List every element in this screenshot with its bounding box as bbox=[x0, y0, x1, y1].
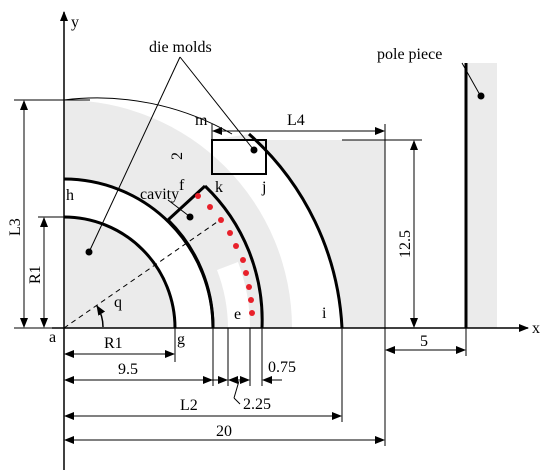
cavity-point bbox=[240, 257, 246, 263]
d20-label: 20 bbox=[216, 423, 232, 440]
region-dot-pole bbox=[477, 92, 485, 100]
point-i-label: i bbox=[322, 305, 327, 322]
cavity-point bbox=[195, 193, 201, 199]
angle-q-arc bbox=[96, 305, 106, 328]
l4-label: L4 bbox=[287, 112, 305, 129]
d225-leader bbox=[233, 380, 240, 399]
cavity-point bbox=[243, 270, 249, 276]
die-molds-label: die molds bbox=[149, 39, 212, 56]
d5-label: 5 bbox=[420, 333, 428, 350]
y-axis-label: y bbox=[71, 14, 79, 31]
point-h-label: h bbox=[66, 187, 74, 204]
r1-vertical-label: R1 bbox=[27, 265, 44, 284]
r1-horizontal-label: R1 bbox=[104, 335, 123, 352]
cavity-point bbox=[218, 217, 224, 223]
d225-leader-2 bbox=[233, 397, 241, 405]
cavity-point bbox=[246, 284, 252, 290]
cavity-top-edge bbox=[166, 184, 207, 222]
point-a-label: a bbox=[49, 329, 56, 346]
d225-label: 2.25 bbox=[243, 396, 271, 413]
cavity-point bbox=[207, 204, 213, 210]
leader-pole-piece bbox=[461, 62, 481, 96]
cavity-point bbox=[233, 243, 239, 249]
arc-i bbox=[248, 132, 344, 329]
leader-cavity bbox=[167, 199, 190, 217]
point-j-label: j bbox=[261, 179, 266, 196]
window-m-j-k bbox=[211, 139, 267, 175]
d125-label: 12.5 bbox=[397, 230, 414, 258]
cavity-points bbox=[195, 193, 255, 316]
leader-die-molds-1 bbox=[89, 56, 181, 251]
arc-cavity-inner bbox=[166, 218, 215, 329]
point-m-label: m bbox=[195, 112, 208, 129]
leader-die-molds-2 bbox=[179, 56, 254, 150]
rotated-two-label: 2 bbox=[169, 152, 186, 160]
cavity-point bbox=[249, 310, 255, 316]
point-g-label: g bbox=[177, 331, 185, 348]
cavity-point bbox=[227, 230, 233, 236]
cavity-point bbox=[248, 297, 254, 303]
point-f-label: f bbox=[179, 177, 185, 194]
x-axis-label: x bbox=[532, 320, 540, 337]
point-e-label: e bbox=[234, 306, 241, 323]
point-k-label: k bbox=[215, 179, 223, 196]
dashed-radial bbox=[63, 219, 221, 329]
pole-piece-fill bbox=[466, 63, 497, 328]
arc-h-g bbox=[63, 215, 177, 329]
outer-mold-block bbox=[212, 134, 385, 328]
cavity-label: cavity bbox=[140, 186, 179, 203]
outer-thin-arc bbox=[63, 97, 233, 135]
d075-label: 0.75 bbox=[268, 359, 296, 376]
angle-q-label: q bbox=[114, 294, 122, 311]
arc-cavity-outer bbox=[203, 184, 264, 329]
d95-label: 9.5 bbox=[118, 361, 138, 378]
pole-piece-label: pole piece bbox=[377, 46, 442, 63]
region-dot-inner bbox=[85, 248, 93, 256]
die-mold-ring bbox=[64, 100, 292, 328]
l3-label: L3 bbox=[7, 218, 24, 236]
l2-label: L2 bbox=[180, 397, 198, 414]
